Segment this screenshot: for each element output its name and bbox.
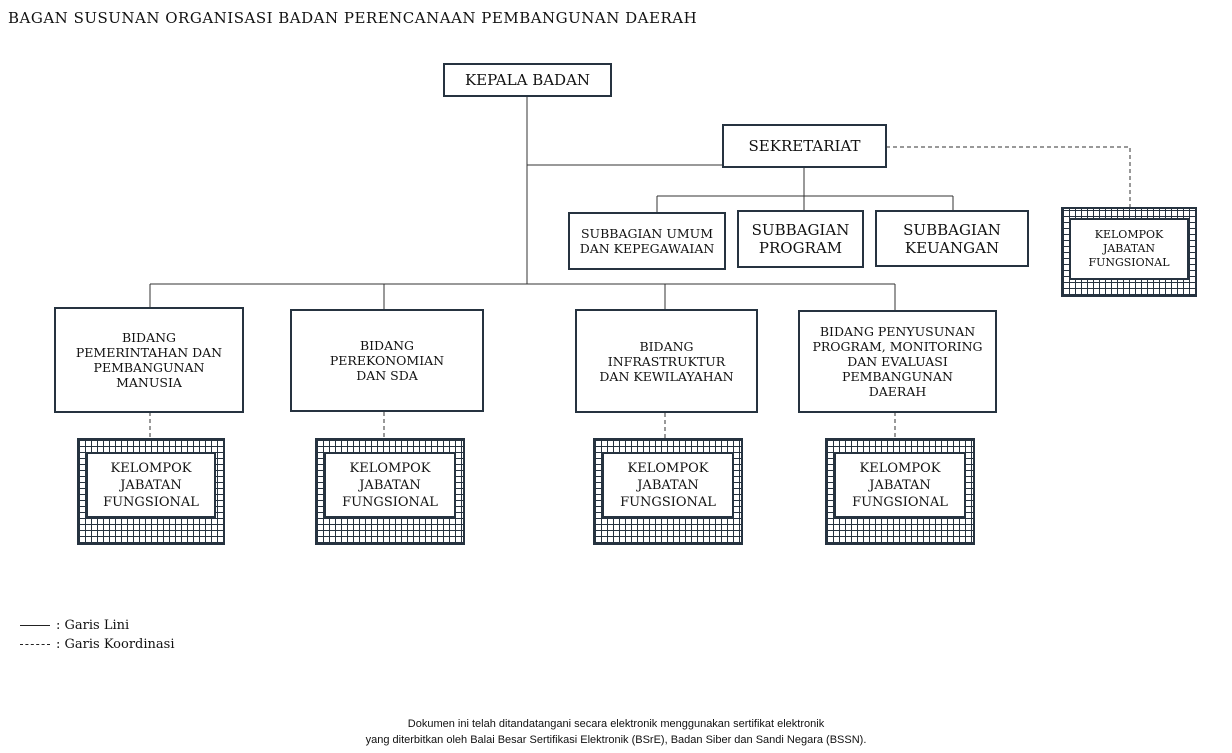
bidang-infrastruktur-box: BIDANG INFRASTRUKTUR DAN KEWILAYAHAN [575,309,758,413]
footer-line-2: yang diterbitkan oleh Balai Besar Sertif… [365,734,867,746]
subbagian-umum-box: SUBBAGIAN UMUM DAN KEPEGAWAIAN [568,212,726,270]
solid-line-sample [20,625,50,626]
kepala-badan-box: KEPALA BADAN [443,63,612,97]
subbagian-program-box: SUBBAGIAN PROGRAM [737,210,864,268]
legend-coordination: : Garis Koordinasi [20,637,175,652]
kjf-label: KELOMPOK JABATAN FUNGSIONAL [602,452,734,518]
kjf-sekretariat: KELOMPOK JABATAN FUNGSIONAL [1061,207,1197,297]
subbagian-keuangan-box: SUBBAGIAN KEUANGAN [875,210,1029,267]
dash-secretariat-kjf [886,146,1131,208]
bidang-penyusunan-box: BIDANG PENYUSUNAN PROGRAM, MONITORING DA… [798,310,997,413]
legend-line-label: : Garis Lini [56,618,130,633]
bidang-pemerintahan-box: BIDANG PEMERINTAHAN DAN PEMBANGUNAN MANU… [54,307,244,413]
dashed-line-sample [20,644,50,645]
kjf-label: KELOMPOK JABATAN FUNGSIONAL [324,452,456,518]
kjf-label: KELOMPOK JABATAN FUNGSIONAL [1069,218,1189,280]
sekretariat-box: SEKRETARIAT [722,124,887,168]
bidang-perekonomian-box: BIDANG PEREKONOMIAN DAN SDA [290,309,484,412]
legend-line: : Garis Lini [20,618,129,633]
footer-line-1: Dokumen ini telah ditandatangani secara … [407,718,825,730]
legend-coordination-label: : Garis Koordinasi [56,637,175,652]
kjf-bidang-2: KELOMPOK JABATAN FUNGSIONAL [315,438,465,545]
kjf-bidang-1: KELOMPOK JABATAN FUNGSIONAL [77,438,225,545]
kjf-bidang-3: KELOMPOK JABATAN FUNGSIONAL [593,438,743,545]
page-title: BAGAN SUSUNAN ORGANISASI BADAN PERENCANA… [8,9,698,27]
kjf-bidang-4: KELOMPOK JABATAN FUNGSIONAL [825,438,975,545]
kjf-label: KELOMPOK JABATAN FUNGSIONAL [86,452,216,518]
kjf-label: KELOMPOK JABATAN FUNGSIONAL [834,452,966,518]
